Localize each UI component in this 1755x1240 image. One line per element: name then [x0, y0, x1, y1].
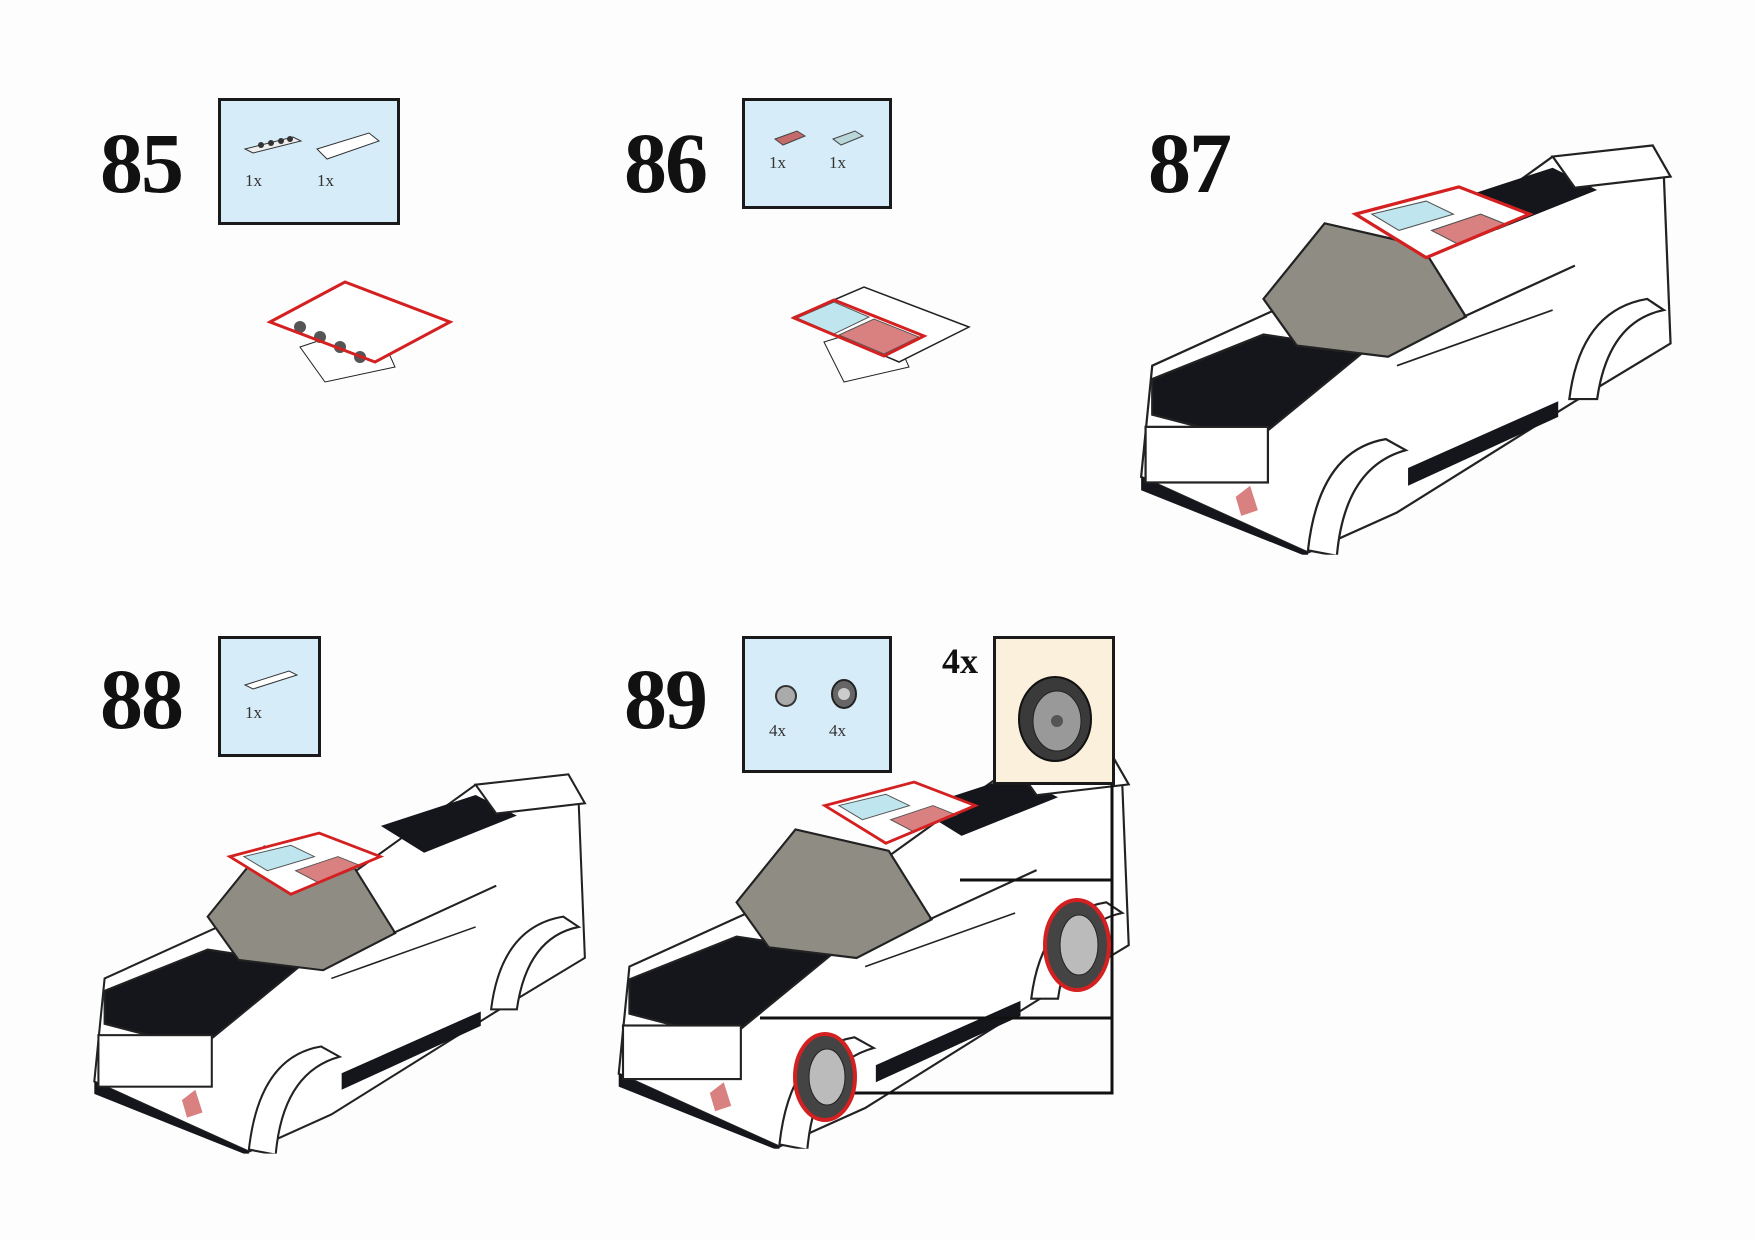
rear-wheel-icon	[1043, 898, 1111, 992]
part-quantity: 1x	[245, 171, 262, 190]
tile-1x4-icon	[243, 670, 299, 690]
parts-list: 4x 4x	[742, 636, 892, 773]
tile-icon	[316, 132, 381, 160]
assembly-tiles	[790, 286, 971, 383]
wheel-callout-box	[993, 636, 1115, 785]
part-quantity: 1x	[769, 153, 786, 172]
assembly-plate-with-studs	[266, 280, 454, 383]
parts-list: 1x 1x	[218, 98, 400, 225]
parts-list: 1x	[218, 636, 321, 757]
wheel-icon	[1018, 676, 1092, 762]
step-number: 85	[100, 115, 184, 211]
parts-list: 1x 1x	[742, 98, 892, 209]
part-quantity: 1x	[317, 171, 334, 190]
step-number: 89	[624, 651, 708, 747]
rim-icon	[775, 685, 797, 707]
tire-icon	[831, 679, 857, 709]
step-number: 88	[100, 651, 184, 747]
red-tile-icon	[773, 130, 807, 146]
step-number: 86	[624, 115, 708, 211]
plate-studs-icon	[243, 136, 303, 154]
callout-quantity: 4x	[942, 641, 978, 681]
part-quantity: 4x	[769, 721, 786, 740]
step-number: 87	[1148, 115, 1232, 211]
front-wheel-icon	[793, 1032, 857, 1122]
part-quantity: 1x	[245, 703, 262, 722]
part-quantity: 1x	[829, 153, 846, 172]
part-quantity: 4x	[829, 721, 846, 740]
clear-tile-icon	[831, 130, 865, 146]
